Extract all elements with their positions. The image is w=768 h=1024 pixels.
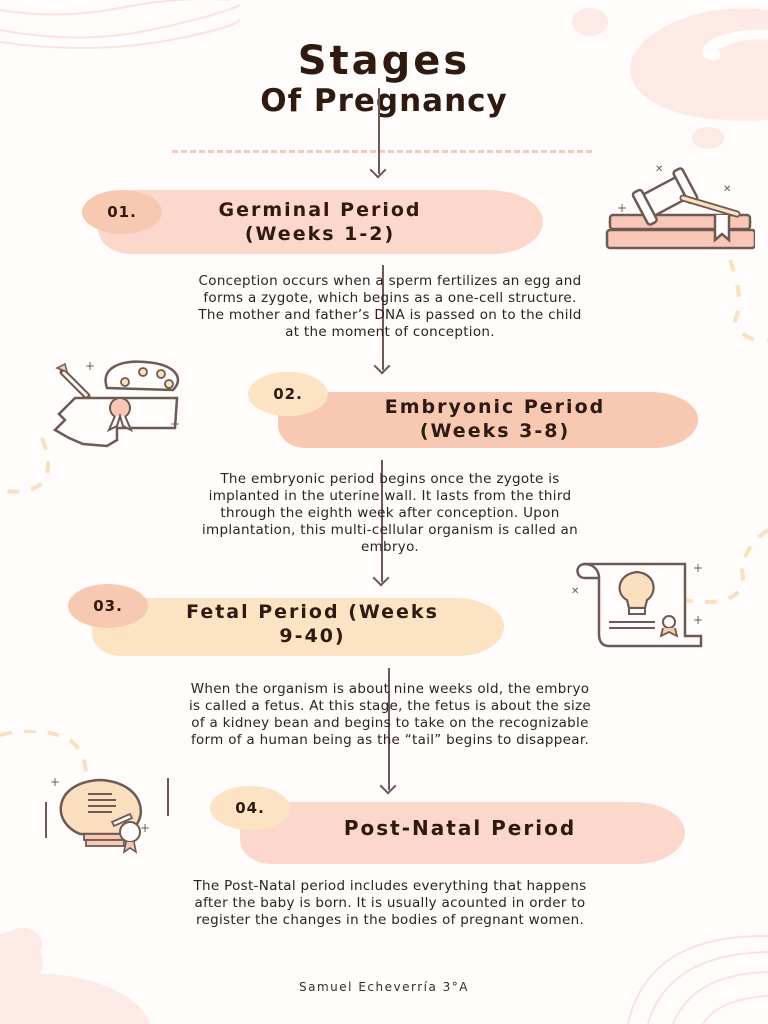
- stage-1-heading: Germinal Period (Weeks 1-2): [160, 198, 480, 246]
- stage-2-title-line1: Embryonic Period: [384, 396, 606, 418]
- svg-text:✕: ✕: [723, 184, 731, 195]
- description-line: of a kidney bean and begins to take on t…: [191, 715, 589, 731]
- stage-1-title-line1: Germinal Period: [218, 199, 422, 221]
- creative-head-palette-icon: + +: [52, 359, 180, 448]
- page-title: Stages: [297, 38, 471, 84]
- stage-3-title-line2: 9-40): [279, 625, 346, 647]
- author-credit: Samuel Echeverría 3°A: [299, 980, 469, 994]
- stage-2-number-badge: 02.: [248, 372, 328, 416]
- stage-3-title-line1: Fetal Period (Weeks: [186, 601, 439, 623]
- description-line: implanted in the uterine wall. It lasts …: [208, 488, 572, 504]
- description-line: form of a human being as the “tail” begi…: [190, 732, 590, 748]
- description-line: forms a zygote, which begins as a one-ce…: [203, 290, 577, 306]
- svg-text:+: +: [50, 775, 60, 789]
- description-line: embryo.: [361, 539, 419, 555]
- stage-4-title-line1: Post-Natal Period: [343, 816, 577, 840]
- stage-2-heading-background: [278, 392, 698, 448]
- swirl-blob-decoration-bottom-left: [0, 928, 150, 1024]
- description-line: is called a fetus. At this stage, the fe…: [188, 698, 591, 714]
- stage-3-description: When the organism is about nine weeks ol…: [90, 681, 690, 749]
- stage-4-number-badge: 04.: [210, 786, 290, 830]
- description-line: Conception occurs when a sperm fertilize…: [198, 273, 582, 289]
- stage-1-heading-background: [98, 190, 543, 254]
- stage-4-description: The Post-Natal period includes everythin…: [90, 878, 690, 929]
- description-line: register the changes in the bodies of pr…: [195, 912, 585, 928]
- stage-1-description: Conception occurs when a sperm fertilize…: [100, 273, 680, 341]
- svg-text:+: +: [693, 613, 703, 627]
- svg-text:+: +: [140, 821, 150, 835]
- stage-1-number-badge: 01.: [82, 190, 162, 234]
- stage-4-heading: Post-Natal Period: [280, 816, 640, 840]
- wave-lines-decoration-bottom-right: [627, 934, 768, 1024]
- stage-2-description: The embryonic period begins once the zyg…: [110, 471, 670, 556]
- gavel-books-icon: ✕ ✕ +: [605, 164, 755, 250]
- description-line: after the baby is born. It is usually ac…: [194, 895, 586, 911]
- stage-3-number-badge: 03.: [68, 584, 148, 628]
- svg-text:+: +: [170, 417, 180, 431]
- stage-2-title-line2: (Weeks 3-8): [419, 420, 571, 442]
- lightbulb-document-icon: + +: [45, 775, 169, 854]
- description-line: through the eighth week after conception…: [220, 505, 560, 521]
- connector-arrow-3: [381, 460, 383, 582]
- description-line: The mother and father’s DNA is passed on…: [198, 307, 582, 323]
- connector-arrow-4: [388, 668, 390, 790]
- description-line: implantation, this multi-cellular organi…: [202, 522, 578, 538]
- connector-arrow-2: [382, 265, 384, 370]
- page-subtitle: Of Pregnancy: [260, 83, 508, 119]
- svg-text:+: +: [85, 359, 95, 373]
- lightbulb-certificate-icon: + ✕ +: [571, 561, 703, 648]
- dashed-divider: [172, 150, 592, 153]
- svg-text:+: +: [617, 201, 627, 215]
- stage-2-heading: Embryonic Period (Weeks 3-8): [335, 395, 655, 443]
- description-line: The embryonic period begins once the zyg…: [220, 471, 560, 487]
- stage-1-title-line2: (Weeks 1-2): [244, 223, 396, 245]
- svg-text:+: +: [693, 561, 703, 575]
- svg-text:✕: ✕: [655, 164, 663, 175]
- connector-arrow-1: [378, 88, 380, 174]
- stage-4-heading-background: [240, 802, 685, 864]
- description-line: When the organism is about nine weeks ol…: [190, 681, 590, 697]
- svg-text:✕: ✕: [571, 586, 579, 597]
- stage-3-heading: Fetal Period (Weeks 9-40): [140, 600, 485, 648]
- description-line: The Post-Natal period includes everythin…: [193, 878, 587, 894]
- stage-3-heading-background: [92, 598, 504, 656]
- description-line: at the moment of conception.: [285, 324, 495, 340]
